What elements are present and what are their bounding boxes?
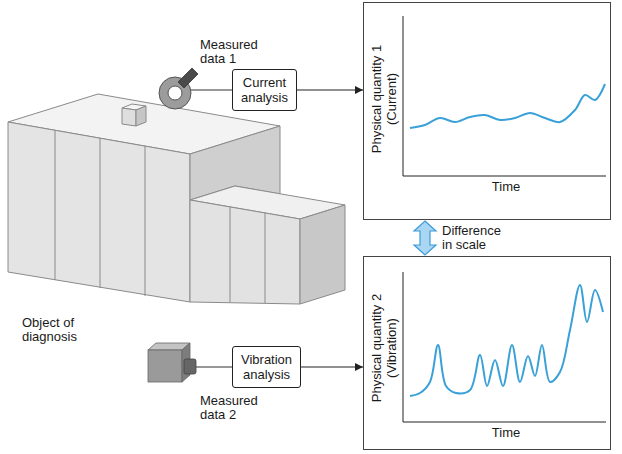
sensor-wire	[196, 366, 232, 367]
current-sensor-icon	[159, 68, 232, 109]
axis-label: Time	[492, 425, 520, 440]
box-label: Current analysis	[241, 75, 288, 105]
double-arrow	[414, 221, 436, 255]
data-label: Measured data 1	[200, 38, 266, 66]
axis-title: Physical quantity 1 (Current)	[369, 29, 399, 169]
machine-illustration	[8, 94, 345, 304]
flow-arrow	[301, 366, 363, 367]
box-label: Vibration analysis	[241, 352, 292, 382]
chart-panel: Physical quantity 2 (Vibration) Time	[363, 256, 611, 450]
process-box: Current analysis	[232, 69, 297, 111]
chart-panel: Physical quantity 1 (Current) Time	[363, 2, 611, 220]
flow-arrow	[297, 89, 363, 90]
data-label: Measured data 2	[200, 394, 266, 422]
axis-label: Time	[492, 179, 520, 194]
signal-curve	[410, 285, 603, 396]
edge-label: Difference in scale	[442, 224, 512, 252]
sensor-wire	[190, 89, 232, 90]
vibration-sensor-icon	[148, 343, 232, 382]
object-label: Object of diagnosis	[22, 316, 94, 344]
chart-axes	[403, 16, 606, 422]
process-box: Vibration analysis	[232, 346, 301, 388]
axis-title: Physical quantity 2 (Vibration)	[369, 278, 399, 418]
signal-curve	[410, 84, 605, 128]
